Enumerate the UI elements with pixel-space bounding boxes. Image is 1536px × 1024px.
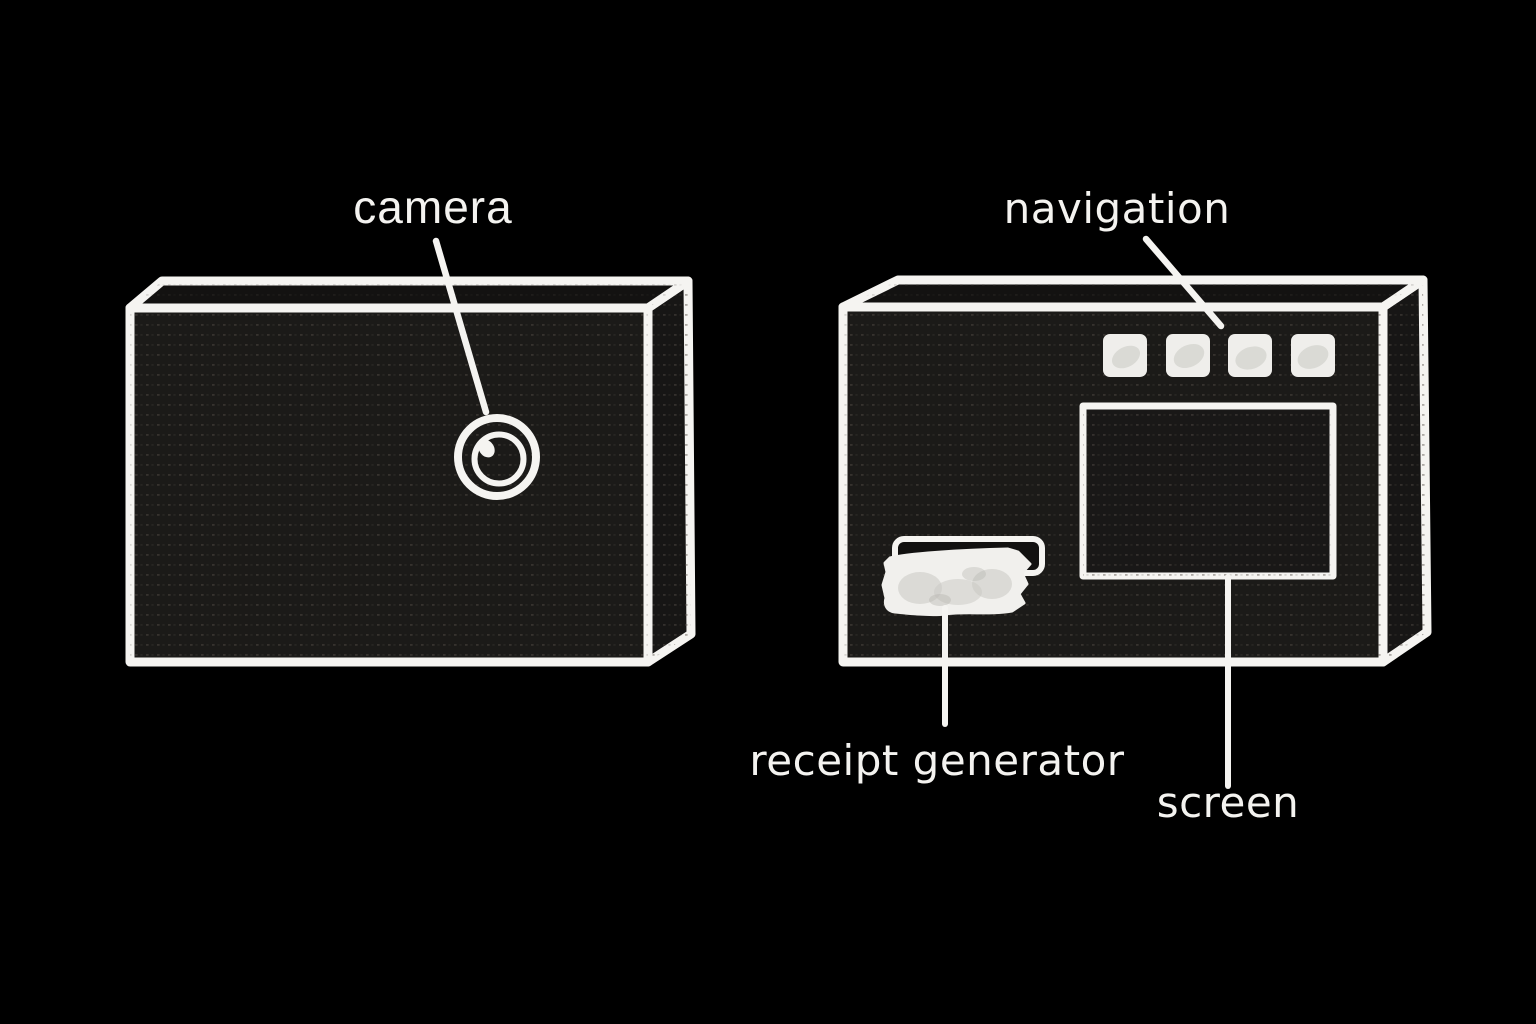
left-device-side-face	[643, 276, 696, 667]
left-device-front-face	[125, 303, 653, 667]
navigation-label: navigation	[1003, 184, 1231, 233]
camera-leader-line	[432, 237, 490, 416]
screen-panel	[1079, 402, 1337, 580]
nav-button-4	[1291, 334, 1335, 377]
navigation-leader-line	[1142, 235, 1225, 330]
right-device-drawing	[838, 235, 1432, 789]
nav-button-1	[1103, 334, 1147, 377]
nav-button-2	[1166, 334, 1210, 377]
screen-label: screen	[1156, 778, 1300, 827]
camera-label: camera	[353, 181, 513, 233]
right-device-side-face	[1378, 275, 1432, 667]
receipt-generator-label: receipt generator	[749, 736, 1125, 785]
left-device-drawing	[125, 237, 696, 667]
receipt-paper	[881, 547, 1032, 617]
navigation-buttons	[1103, 334, 1335, 377]
nav-button-3	[1228, 334, 1272, 377]
camera-lens-icon	[454, 414, 540, 500]
